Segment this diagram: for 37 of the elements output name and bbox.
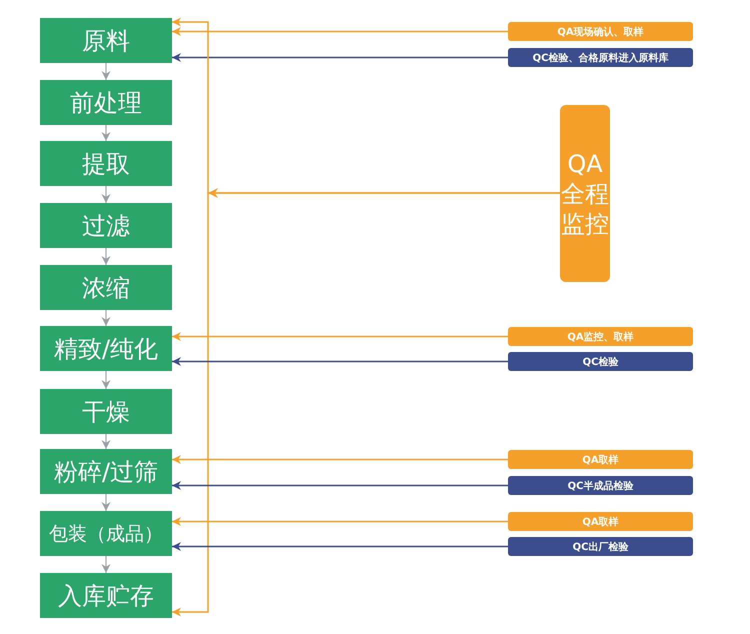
flow-arrow [102, 494, 110, 512]
arrow [172, 192, 560, 616]
qa-label-box: QA取样 [508, 450, 693, 469]
arrow [172, 517, 508, 526]
process-box: 前处理 [40, 80, 172, 125]
qa-label-box: QA现场确认、取样 [508, 22, 693, 41]
qc-label-box: QC检验、合格原料进入原料库 [508, 48, 693, 67]
flow-arrow [102, 310, 110, 326]
process-box: 干燥 [40, 389, 172, 434]
process-box: 浓缩 [40, 265, 172, 310]
process-box: 入库贮存 [40, 573, 172, 618]
qc-label-box: QC半成品检验 [508, 476, 693, 495]
arrow [172, 357, 508, 366]
flow-arrow [102, 124, 110, 142]
arrow [172, 542, 508, 551]
arrow [172, 27, 508, 36]
process-box: 包装（成品） [40, 511, 172, 556]
flow-arrow [102, 62, 110, 80]
flow-arrow [102, 434, 110, 450]
arrow [172, 53, 508, 62]
qa-label-box: QA监控、取样 [508, 327, 693, 346]
flow-arrow [102, 186, 110, 204]
process-box: 粉碎/过筛 [40, 449, 172, 494]
process-box: 精致/纯化 [40, 326, 172, 371]
arrow [172, 455, 508, 464]
qc-label-box: QC检验 [508, 352, 693, 371]
flow-arrow [102, 370, 110, 390]
process-box: 过滤 [40, 203, 172, 248]
process-box: 提取 [40, 141, 172, 186]
qa-label-box: QA取样 [508, 512, 693, 531]
flow-arrow [102, 556, 110, 574]
arrow [172, 481, 508, 490]
qc-label-box: QC出厂检验 [508, 537, 693, 556]
arrow [172, 332, 508, 341]
flow-arrow [102, 248, 110, 266]
monitor-box: QA全程监控 [560, 105, 610, 282]
process-box: 原料 [40, 18, 172, 63]
